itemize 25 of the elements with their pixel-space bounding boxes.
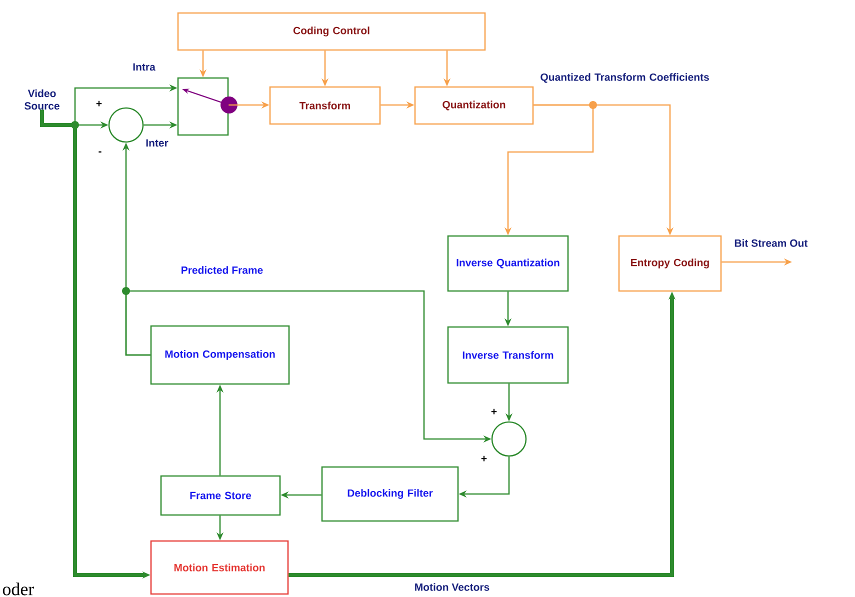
input-label: Intra [133, 63, 156, 71]
process-box: Quantization [414, 86, 534, 125]
summing-circle [491, 421, 527, 457]
edge-label: Bit Stream Out [733, 238, 809, 248]
process-box: Coding Control [177, 12, 486, 51]
annotation-text: Quantized Transform Coefficients [540, 73, 709, 83]
sign-label: + [96, 100, 102, 106]
summing-circle [108, 107, 144, 143]
annotation-text: Predicted Frame [182, 266, 263, 274]
process-box: Frame Store [160, 475, 281, 516]
process-box: Deblocking Filter [321, 466, 459, 522]
switch-box [177, 77, 229, 136]
sign-label: + [491, 408, 497, 414]
sign-label: - [98, 151, 102, 153]
input-label: Video Source [24, 89, 60, 110]
caption-fragment: oder [2, 582, 34, 596]
input-label: Inter [146, 139, 168, 147]
sign-label: + [481, 456, 487, 462]
process-box: Inverse Transform [447, 326, 569, 384]
process-box: Transform [269, 86, 381, 125]
edge-label: Motion Vectors [413, 582, 491, 592]
process-box: Inverse Quantization [447, 235, 569, 292]
process-box: Motion Compensation [150, 325, 290, 385]
process-box: Motion Estimation [150, 540, 289, 595]
process-box: Entropy Coding [618, 235, 722, 292]
